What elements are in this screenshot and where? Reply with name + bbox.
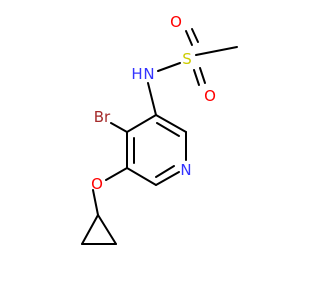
bond-ring-c5-c6 xyxy=(126,167,157,186)
atom-sulfur: S xyxy=(182,50,192,68)
atom-oxygen-bottom: O xyxy=(204,87,216,105)
bond-ring-bromine xyxy=(110,122,128,133)
atom-nitrogen-ring: N xyxy=(180,161,191,179)
atom-oxygen-ether: O xyxy=(91,175,103,193)
bond-sulfur-oxygen-top-b xyxy=(191,28,199,43)
bond-ring-ether-oxygen xyxy=(105,167,128,181)
bonds xyxy=(81,28,238,245)
bond-sulfur-oxygen-bottom-b xyxy=(199,67,206,84)
bond-ring-c2-c3-outer xyxy=(155,114,187,133)
atom-hydrogen-amide: H xyxy=(131,65,142,83)
bond-ether-cyclopropyl xyxy=(92,189,99,216)
bond-sulfur-nitrogen xyxy=(157,62,181,72)
bond-cyclopropane-a xyxy=(81,214,99,245)
atom-nitrogen-amide: N xyxy=(143,65,154,83)
bond-ring-c2-c3-inner xyxy=(156,122,180,137)
bond-cyclopropane-c xyxy=(97,214,117,245)
atom-bromine: Br xyxy=(94,108,111,126)
bond-ring-c6-n1-inner xyxy=(155,165,175,178)
bond-sulfur-oxygen-top-a xyxy=(185,30,193,46)
molecule-structure: N H S O O Br N O xyxy=(81,13,238,245)
bond-methyl-sulfur xyxy=(195,46,238,56)
bond-ring-c6-n1-outer xyxy=(155,171,180,186)
bond-sulfur-oxygen-bottom-a xyxy=(193,69,200,86)
atom-labels: N H S O O Br N O xyxy=(91,13,216,193)
bond-nitrogen-ring xyxy=(147,82,157,116)
bond-ring-c3-c4 xyxy=(126,114,157,133)
atom-oxygen-top: O xyxy=(170,13,182,31)
